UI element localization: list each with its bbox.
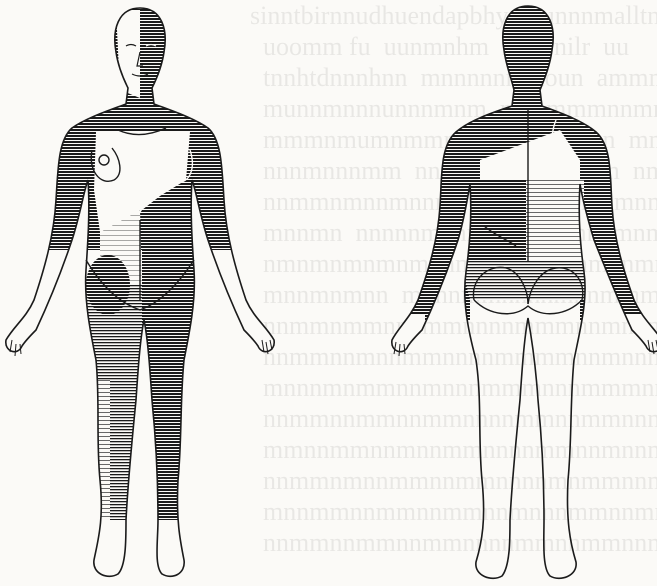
back-lower-left-shading bbox=[466, 180, 526, 270]
back-view-figure bbox=[380, 0, 657, 578]
back-lower-right-shading bbox=[526, 180, 584, 270]
front-right-hand-unshaded bbox=[238, 305, 288, 365]
back-left-arm-shading bbox=[380, 180, 470, 320]
front-left-hip-shading bbox=[86, 255, 130, 315]
front-face-unshaded-half bbox=[116, 10, 140, 98]
front-view-figure bbox=[0, 0, 288, 586]
